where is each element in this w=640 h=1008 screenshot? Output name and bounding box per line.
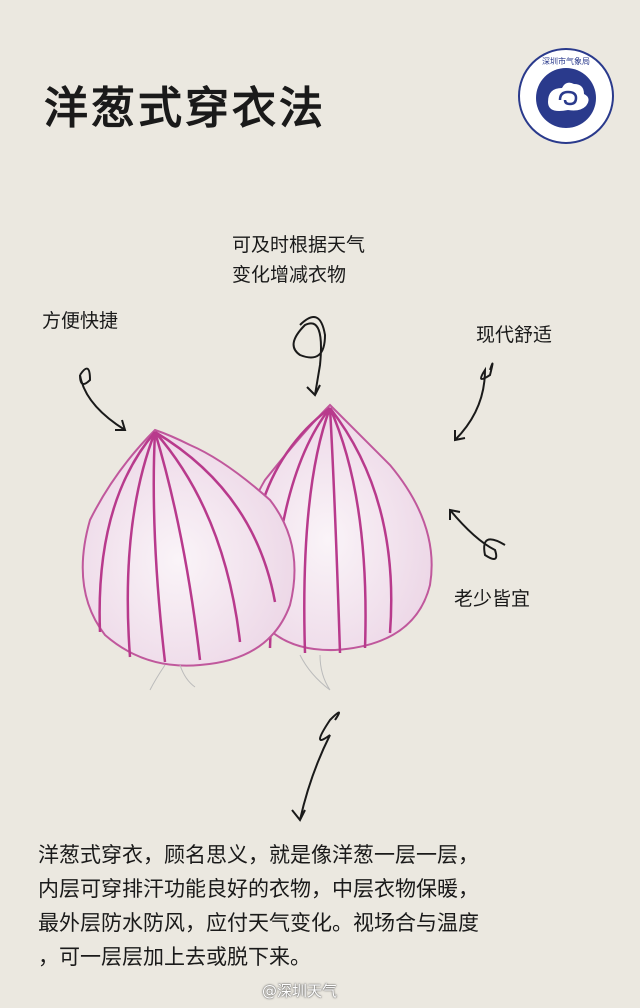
description-line: ，可一层层加上去或脱下来。: [38, 945, 311, 969]
description: 洋葱式穿衣，顾名思义，就是像洋葱一层一层， 内层可穿排汗功能良好的衣物，中层衣物…: [38, 838, 638, 974]
label-adjust: 可及时根据天气 变化增减衣物: [232, 230, 365, 290]
label-line: 可及时根据天气: [232, 234, 366, 256]
label-comfortable: 现代舒适: [476, 324, 553, 346]
description-line: 洋葱式穿衣，顾名思义，就是像洋葱一层一层，: [38, 843, 479, 867]
page-title: 洋葱式穿衣法: [44, 83, 326, 134]
arrow-icons: [79, 316, 506, 822]
description-line: 最外层防水防风，应付天气变化。视场合与温度: [38, 911, 479, 935]
description-line: 内层可穿排汗功能良好的衣物，中层衣物保暖，: [38, 877, 479, 901]
logo: 深圳市气象局: [518, 48, 614, 144]
watermark: @深圳天气: [262, 982, 338, 1000]
label-line: 变化增减衣物: [232, 264, 347, 286]
logo-text: 深圳市气象局: [542, 56, 590, 66]
label-all-ages: 老少皆宜: [454, 588, 531, 610]
onion-illustration: [79, 316, 506, 822]
onion-left: [81, 428, 296, 691]
label-convenient: 方便快捷: [42, 310, 119, 332]
